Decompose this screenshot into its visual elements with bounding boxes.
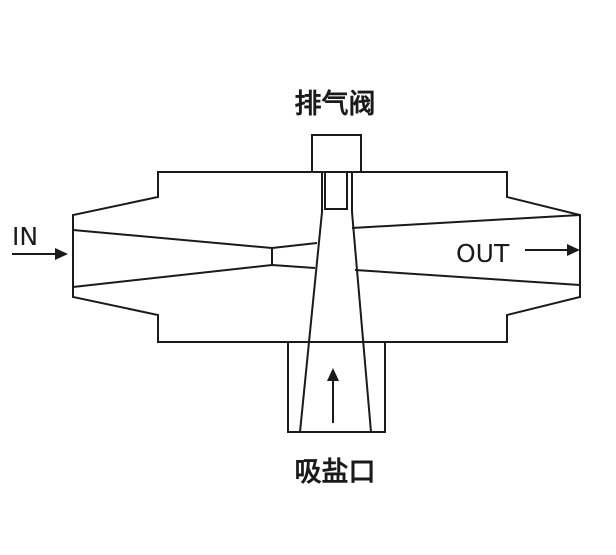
diffuser-lower-wall	[354, 269, 581, 286]
outlet-arrow-head	[567, 244, 580, 256]
exhaust-valve-cap	[311, 134, 362, 173]
exhaust-valve-label: 排气阀	[295, 89, 376, 120]
suction-tube-right-wall	[351, 172, 372, 433]
suction-arrow-head	[327, 368, 339, 381]
suction-port-housing	[287, 342, 386, 433]
nozzle-upper-wall	[72, 229, 318, 250]
suction-tube-left-wall	[299, 172, 323, 433]
diffuser-upper-wall	[351, 214, 581, 229]
nozzle-lower-wall	[72, 263, 316, 288]
injector-body	[72, 171, 581, 343]
outlet-label: OUT	[456, 239, 510, 268]
inlet-label: IN	[12, 222, 38, 251]
inlet-arrow-head	[55, 248, 68, 260]
exhaust-valve-stem	[324, 171, 348, 210]
suction-port-label: 吸盐口	[295, 457, 376, 488]
